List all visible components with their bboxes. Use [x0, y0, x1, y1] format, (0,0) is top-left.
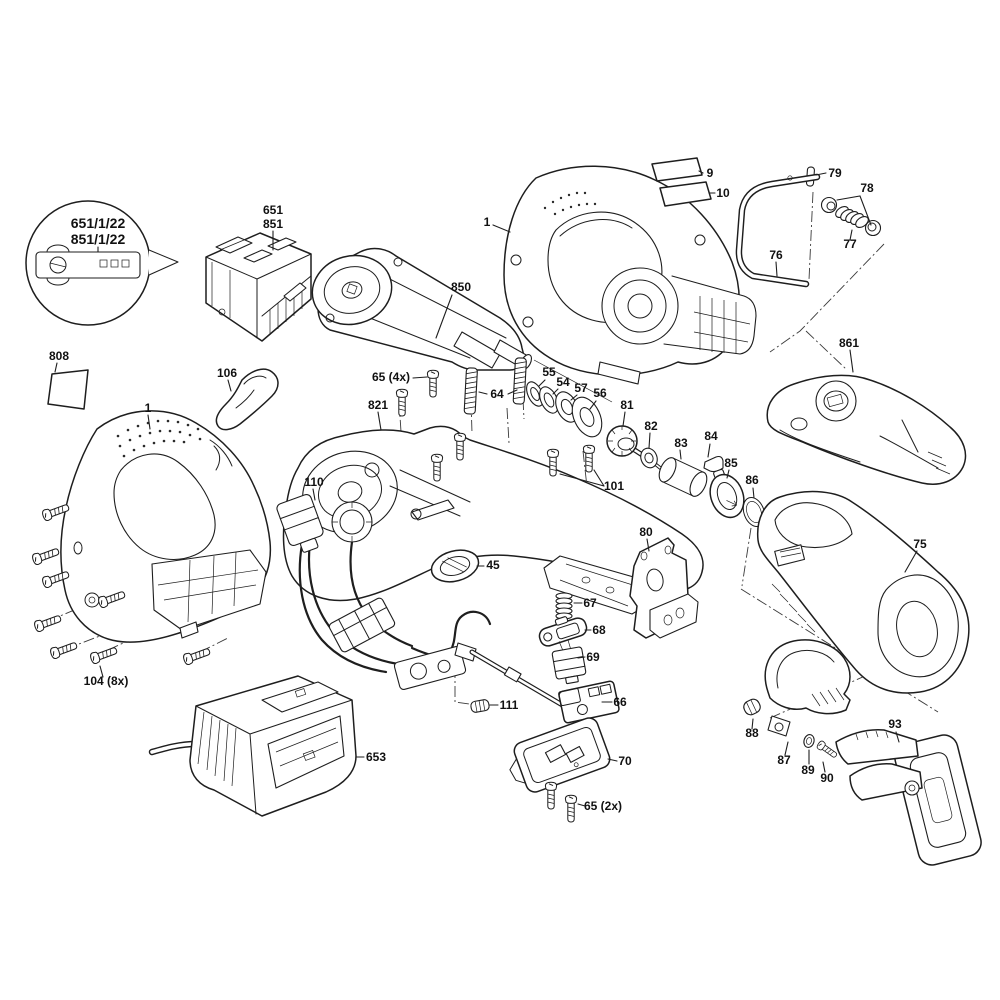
label-651: 651: [263, 203, 283, 217]
belt-hook-93: [835, 729, 982, 866]
gearbox-assembly-850: [311, 247, 533, 371]
label-9: 9: [707, 166, 714, 180]
label-56: 56: [593, 386, 607, 400]
label-70: 70: [618, 754, 632, 768]
gear-case-chassis: [282, 425, 704, 615]
grip-insert-106: [215, 368, 279, 431]
balloon-label-line1: 651/1/22: [71, 215, 126, 231]
label-45: 45: [486, 558, 500, 572]
slider-68: [538, 616, 588, 647]
detent-set-78: [820, 196, 882, 237]
sticker-9: [651, 157, 703, 182]
collar-85: [709, 468, 745, 519]
nameplate-balloon: 651/1/22 851/1/22: [25, 200, 179, 326]
label-68: 68: [592, 623, 606, 637]
label-82: 82: [644, 419, 658, 433]
label-81: 81: [620, 398, 634, 412]
label-64: 64: [490, 387, 504, 401]
label-86: 86: [745, 473, 759, 487]
part-labels: 651 851 808 106 1 850 1 9 10 79 78 77 76…: [49, 166, 927, 813]
nameplate-drawing: [35, 244, 141, 286]
housing-texture-dots: [543, 191, 597, 216]
switch-69: [551, 639, 587, 685]
switch-module-66: [454, 642, 620, 724]
label-110: 110: [304, 475, 324, 489]
spring-67: [555, 592, 573, 620]
label-808: 808: [49, 349, 69, 363]
clip-84: [703, 455, 724, 473]
label-87: 87: [777, 753, 791, 767]
label-65-4x: 65 (4x): [372, 370, 410, 384]
label-851: 851: [263, 217, 283, 231]
pad-45: [430, 549, 480, 583]
label-821: 821: [368, 398, 388, 412]
leader-lines: [54, 170, 918, 807]
label-54: 54: [556, 375, 570, 389]
label-85: 85: [724, 456, 738, 470]
label-76: 76: [769, 248, 783, 262]
grommet-111: [470, 699, 490, 713]
handle-rod-76: [735, 173, 821, 288]
label-111: 111: [500, 698, 519, 712]
label-653: 653: [366, 750, 386, 764]
handle-housing-left: [60, 410, 272, 643]
bumper-88: [743, 698, 761, 716]
label-850: 850: [451, 280, 471, 294]
sticker-10: [659, 181, 712, 207]
label-104-8x: 104 (8x): [84, 674, 129, 688]
label-1-top: 1: [484, 215, 491, 229]
label-1-left: 1: [145, 401, 152, 415]
label-79: 79: [828, 166, 842, 180]
screw-90: [815, 739, 840, 761]
label-10: 10: [716, 186, 730, 200]
charger-653: [148, 675, 357, 817]
label-67: 67: [583, 596, 597, 610]
battery-pack: [205, 232, 312, 342]
label-57: 57: [574, 381, 588, 395]
label-77: 77: [843, 237, 857, 251]
label-84: 84: [704, 429, 718, 443]
label-861: 861: [839, 336, 859, 350]
washer-stack: [526, 359, 613, 438]
label-101: 101: [604, 479, 624, 493]
label-90: 90: [820, 771, 834, 785]
motor-housing-top: [503, 165, 757, 385]
washer-89: [803, 734, 815, 748]
screws-101: [546, 444, 596, 477]
sticker-808: [47, 369, 89, 410]
label-66: 66: [613, 695, 627, 709]
label-55: 55: [542, 365, 556, 379]
bracket-80: [629, 537, 699, 639]
label-88: 88: [745, 726, 759, 740]
label-80: 80: [639, 525, 653, 539]
label-75: 75: [913, 537, 927, 551]
screws-65-2x: [544, 781, 578, 823]
front-boot-87: [764, 639, 851, 737]
spring-77: [835, 205, 869, 229]
brush-plate: [393, 646, 467, 690]
cover-plate-70: [509, 717, 611, 793]
label-106: 106: [217, 366, 237, 380]
label-89: 89: [801, 763, 815, 777]
label-83: 83: [674, 436, 688, 450]
sleeve-83: [658, 457, 708, 497]
housing-shell-75: [756, 490, 970, 694]
label-78: 78: [860, 181, 874, 195]
label-69: 69: [586, 650, 600, 664]
label-65-2x: 65 (2x): [584, 799, 622, 813]
wiring-harness-110: [276, 494, 492, 690]
grip-texture-dots: [116, 419, 202, 458]
balloon-label-line2: 851/1/22: [71, 231, 126, 247]
motor-cover-861: [766, 374, 967, 485]
label-93: 93: [888, 717, 902, 731]
